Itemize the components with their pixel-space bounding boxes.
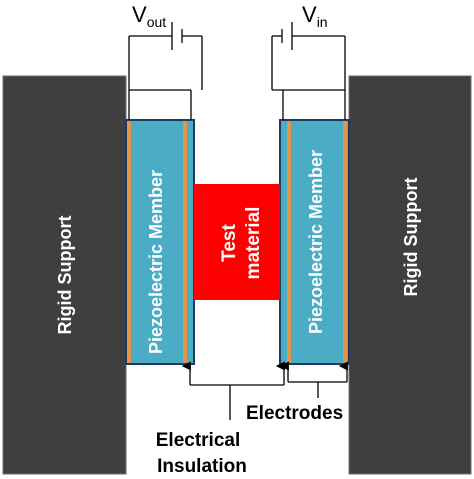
test-material-label-line1: Test bbox=[219, 224, 240, 262]
left-piezo-inner-electrode bbox=[183, 121, 187, 363]
vin-label: Vin bbox=[302, 2, 328, 30]
test-material-label-line2: material bbox=[243, 207, 264, 280]
right-support-label: Rigid Support bbox=[401, 178, 421, 297]
left-piezo-insulation bbox=[187, 121, 193, 363]
vout-label: Vout bbox=[132, 2, 166, 30]
electrodes-label: Electrodes bbox=[246, 403, 343, 424]
left-support-label: Rigid Support bbox=[55, 216, 75, 335]
insulation-label-line1: Electrical bbox=[156, 430, 241, 451]
right-rigid-support bbox=[348, 75, 472, 475]
right-piezo-inner-electrode bbox=[287, 121, 291, 363]
right-piezo-label: Piezoelectric Member bbox=[306, 150, 326, 334]
insulation-label-line2: Insulation bbox=[157, 456, 247, 477]
right-piezo-member bbox=[279, 119, 350, 365]
electrode-leaders bbox=[279, 361, 348, 398]
insulation-leaders bbox=[181, 361, 285, 420]
test-material-block bbox=[194, 184, 280, 300]
vout-circuit bbox=[128, 22, 203, 120]
left-piezo-outer-electrode bbox=[127, 121, 131, 363]
right-piezo-outer-electrode bbox=[343, 121, 347, 363]
vin-circuit bbox=[271, 22, 346, 120]
left-rigid-support bbox=[2, 75, 127, 475]
left-piezo-label: Piezoelectric Member bbox=[146, 170, 166, 354]
left-piezo-member bbox=[125, 119, 195, 365]
